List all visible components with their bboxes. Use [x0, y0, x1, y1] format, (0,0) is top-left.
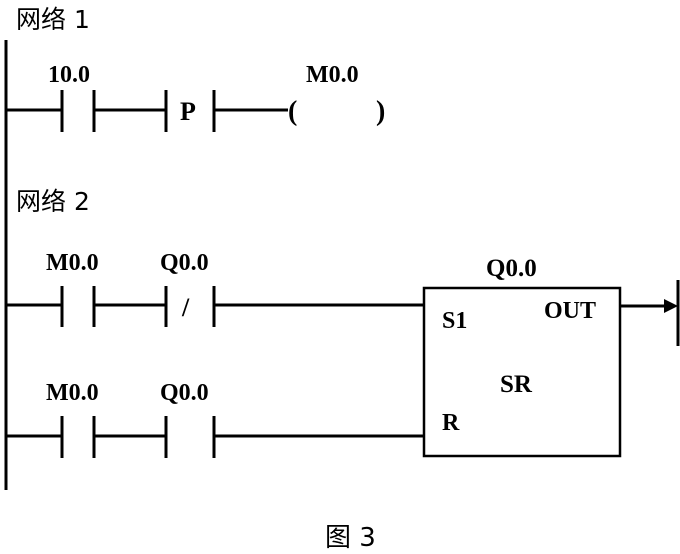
n2r2-no-contact1 — [60, 416, 96, 458]
arrow-head-icon — [664, 299, 678, 313]
n1-coil-open: ( — [288, 96, 297, 127]
n2r2-no-contact2 — [164, 416, 216, 458]
sr-block-name: Q0.0 — [486, 255, 537, 282]
n2r1-nc-slash: / — [181, 293, 190, 322]
output-arrow — [620, 280, 680, 346]
n2r1-contact2-label: Q0.0 — [160, 250, 209, 276]
n1-contact-label: 10.0 — [48, 62, 90, 88]
n2r2-contact1-label: M0.0 — [46, 380, 99, 406]
sr-block-box — [422, 286, 622, 458]
sr-function-block: Q0.0 S1 OUT SR R — [422, 255, 622, 458]
figure-caption: 图 3 — [325, 523, 376, 553]
network1-title: 网络 1 — [16, 5, 90, 34]
network2-rung1: M0.0 / Q0.0 — [6, 250, 424, 327]
n1-coil-label: M0.0 — [306, 62, 359, 88]
n2r1-contact1-label: M0.0 — [46, 250, 99, 276]
n2r1-nc-contact — [164, 286, 216, 327]
sr-set-pin: S1 — [442, 308, 467, 334]
n2r2-contact2-label: Q0.0 — [160, 380, 209, 406]
sr-out-pin: OUT — [544, 298, 596, 324]
n1-no-contact — [60, 90, 96, 132]
n1-edge-label: P — [180, 97, 196, 126]
sr-reset-pin: R — [442, 410, 460, 436]
network2-rung2: M0.0 Q0.0 — [6, 380, 424, 458]
sr-type-label: SR — [500, 371, 533, 398]
n1-coil-close: ) — [376, 96, 385, 127]
n2r1-no-contact — [60, 286, 96, 327]
network1-rung: 10.0 P M0.0 ( ) — [6, 62, 385, 132]
network2-title: 网络 2 — [16, 187, 90, 216]
